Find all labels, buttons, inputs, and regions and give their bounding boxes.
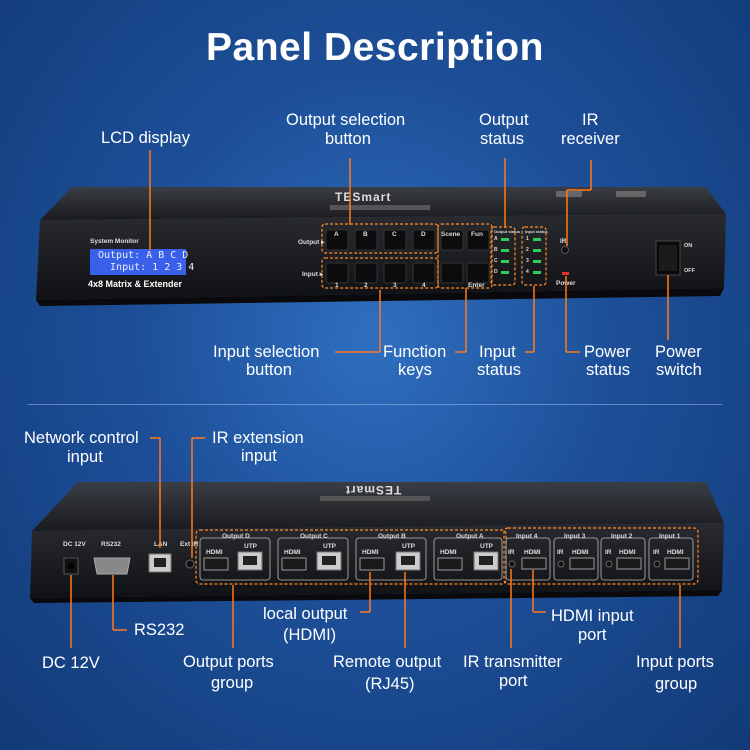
network-control-label-line1: Network control	[24, 429, 139, 447]
dc-port-mark: DC 12V	[63, 541, 86, 548]
input-status-label-line1: Input	[479, 343, 516, 361]
input-status-title: Input status	[525, 229, 548, 234]
output-d-hdmi-mark: HDMI	[206, 549, 223, 556]
output-a-hdmi-mark: HDMI	[440, 549, 457, 556]
input-4-ir-mark: IR	[508, 549, 515, 556]
enter-button[interactable]: Enter	[468, 282, 485, 289]
input-led-4: 4	[526, 269, 529, 275]
ir-receiver-label-line1: IR	[582, 111, 599, 129]
input-3-ir-mark: IR	[557, 549, 564, 556]
input-selection-label-line1: Input selection	[213, 343, 320, 361]
output-button-d[interactable]: D	[421, 231, 426, 238]
output-button-c[interactable]: C	[392, 231, 397, 238]
output-c-label: Output C	[300, 533, 328, 540]
power-switch-label-line2: switch	[656, 361, 702, 379]
input-1-label: Input 1	[659, 533, 681, 540]
local-output-label-line1: local output	[263, 605, 348, 623]
output-ports-group-label-line2: group	[211, 674, 254, 692]
lcd-screen: Output: A B C D Input: 1 2 3 4	[90, 249, 194, 275]
input-led-1: 1	[526, 236, 529, 242]
remote-output-label-line1: Remote output	[333, 653, 442, 671]
output-d-utp-mark: UTP	[244, 543, 257, 550]
input-2-hdmi-mark: HDMI	[619, 549, 636, 556]
scene-button[interactable]: Scene	[441, 231, 461, 238]
section-divider	[28, 404, 722, 405]
input-1-hdmi-mark: HDMI	[667, 549, 684, 556]
input-row-label: Input ▸	[302, 271, 323, 278]
ir-transmitter-label-line1: IR transmitter	[463, 653, 563, 671]
output-row-label: Output ▸	[298, 239, 325, 246]
switch-off-mark: OFF	[684, 268, 695, 274]
output-c-utp-mark: UTP	[323, 543, 336, 550]
fun-button[interactable]: Fun	[471, 231, 483, 238]
input-status-label-line2: status	[477, 361, 522, 379]
function-keys-label-line2: keys	[398, 361, 432, 379]
model-name: 4x8 Matrix & Extender	[88, 279, 183, 289]
input-button-2[interactable]: 2	[364, 282, 368, 289]
system-monitor-label: System Monitor	[90, 238, 139, 245]
output-c-hdmi-mark: HDMI	[284, 549, 301, 556]
ir-transmitter-label-line2: port	[499, 672, 528, 690]
input-1-ir-mark: IR	[653, 549, 660, 556]
rs232-port-mark: RS232	[101, 541, 121, 548]
power-status-label-line1: Power	[584, 343, 631, 361]
input-button-4[interactable]: 4	[422, 282, 426, 289]
output-b-hdmi-mark: HDMI	[362, 549, 379, 556]
lcd-display-label: LCD display	[101, 129, 190, 147]
input-led-3: 3	[526, 258, 529, 264]
ir-extension-label-line2: input	[241, 447, 277, 465]
dc-12v-label: DC 12V	[42, 654, 100, 672]
ir-extension-label-line1: IR extension	[212, 429, 304, 447]
power-switch-label-line1: Power	[655, 343, 702, 361]
output-b-utp-mark: UTP	[402, 543, 415, 550]
network-control-label-line2: input	[67, 448, 103, 466]
output-button-b[interactable]: B	[363, 231, 368, 238]
output-status-label-line2: status	[480, 130, 525, 148]
output-ports-group-label-line1: Output ports	[183, 653, 274, 671]
input-3-label: Input 3	[564, 533, 586, 540]
input-3-hdmi-mark: HDMI	[572, 549, 589, 556]
output-status-title: Output status	[494, 229, 520, 234]
input-led-2: 2	[526, 247, 529, 253]
input-4-label: Input 4	[516, 533, 538, 540]
function-keys-label-line1: Function	[383, 343, 447, 361]
front-brand: TESmart	[335, 190, 392, 204]
input-ports-group-label-line1: Input ports	[636, 653, 714, 671]
input-ports-group-label-line2: group	[655, 675, 698, 693]
input-2-label: Input 2	[611, 533, 633, 540]
output-led-b: B	[494, 247, 498, 253]
remote-output-label-line2: (RJ45)	[365, 675, 415, 693]
output-led-a: A	[494, 236, 498, 242]
input-2-ir-mark: IR	[605, 549, 612, 556]
power-status-label-line2: status	[586, 361, 631, 379]
input-4-hdmi-mark: HDMI	[524, 549, 541, 556]
page-title: Panel Description	[206, 26, 544, 69]
output-d-label: Output D	[222, 533, 250, 540]
hdmi-input-label-line2: port	[578, 626, 607, 644]
lcd-line-2: Input: 1 2 3 4	[98, 262, 195, 273]
output-a-utp-mark: UTP	[480, 543, 493, 550]
output-selection-label-line1: Output selection	[286, 111, 406, 129]
switch-on-mark: ON	[684, 243, 693, 249]
ext-ir-port-mark: Ext IR	[180, 541, 199, 548]
output-selection-label-line2: button	[325, 130, 371, 148]
output-a-label: Output A	[456, 533, 484, 540]
ir-receiver-label-line2: receiver	[561, 130, 620, 148]
output-status-label-line1: Output	[479, 111, 529, 129]
hdmi-input-label-line1: HDMI input	[551, 607, 634, 625]
rs232-label: RS232	[134, 621, 185, 639]
input-button-1[interactable]: 1	[335, 282, 339, 289]
ir-receiver-mark: IR	[560, 238, 567, 245]
input-button-3[interactable]: 3	[393, 282, 397, 289]
input-selection-label-line2: button	[246, 361, 292, 379]
output-b-label: Output B	[378, 533, 406, 540]
lcd-line-1: Output: A B C D	[98, 250, 189, 261]
output-button-a[interactable]: A	[334, 231, 339, 238]
output-led-d: D	[494, 269, 498, 275]
output-led-c: C	[494, 258, 498, 264]
local-output-label-line2: (HDMI)	[283, 626, 337, 644]
